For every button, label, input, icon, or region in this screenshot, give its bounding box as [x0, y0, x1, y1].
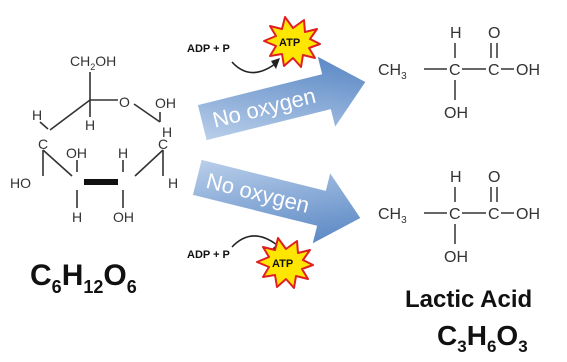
bottom-arrow-shape [192, 159, 361, 244]
bond-c1-c2-right [134, 149, 164, 177]
lactic-top-c-mid: C [449, 62, 461, 79]
top-reaction: ADP + P ATP No oxygen [187, 16, 366, 141]
lactic-bottom-ch3: CH3 [378, 206, 407, 226]
label-h-c5: H [85, 117, 95, 133]
bond-c5-c4 [49, 99, 91, 131]
lactic-acid-bottom: CH3 C C OH H O OH [378, 169, 540, 266]
top-curved-arrowhead [271, 58, 280, 69]
label-h-c3: H [118, 145, 128, 161]
bond-h-top-left [39, 121, 49, 130]
lactic-bottom-oh-right: OH [516, 206, 540, 223]
lactic-bottom-o: O [488, 169, 500, 186]
label-ch2oh: CH2OH [70, 53, 116, 72]
bottom-atp-label: ATP [272, 258, 293, 270]
label-ring-oxygen: O [119, 94, 130, 110]
lactic-acid-top: CH3 C C OH H O OH [378, 25, 540, 122]
lactic-bottom-oh-bottom: OH [444, 249, 468, 266]
lactic-bottom-h: H [450, 169, 462, 186]
lactic-top-oh-right: OH [516, 62, 540, 79]
glucose-structure [39, 72, 164, 208]
glucose-formula: C6H12O6 [30, 259, 137, 297]
label-h-right: H [168, 175, 178, 191]
label-oh-bottom: OH [113, 209, 134, 225]
lactic-top-oh-bottom: OH [444, 105, 468, 122]
top-arrow-shape [197, 56, 366, 141]
bottom-reaction: No oxygen ADP + P ATP [187, 159, 361, 289]
top-atp-starburst [263, 16, 321, 68]
bottom-atp-starburst [256, 237, 314, 289]
label-oh-top-right: OH [155, 95, 176, 111]
glucose-labels: CH2OH O OH H H H C C OH H HO H H OH [10, 53, 178, 225]
lactic-top-h: H [450, 25, 462, 42]
lactic-bottom-c-mid: C [449, 206, 461, 223]
label-ho-left: HO [10, 175, 31, 191]
label-c-left: C [38, 136, 48, 152]
product-formula: C3H6O3 [437, 320, 528, 356]
label-h-left-top: H [32, 107, 42, 123]
lactic-top-ch3: CH3 [378, 62, 407, 82]
bond-c4-c3-left [42, 149, 73, 177]
top-curved-arrow [231, 61, 276, 74]
bottom-curved-arrow [231, 235, 278, 248]
top-atp-label: ATP [279, 37, 300, 49]
product-name: Lactic Acid [405, 286, 532, 313]
lactic-bottom-c-carboxyl: C [488, 206, 500, 223]
label-h-c1: H [162, 124, 172, 140]
top-adp-label: ADP + P [187, 43, 230, 55]
lactic-top-c-carboxyl: C [488, 62, 500, 79]
label-h-bottom: H [72, 209, 82, 225]
label-c-right: C [158, 136, 168, 152]
bond-o-c1 [133, 103, 161, 123]
bottom-adp-label: ADP + P [187, 249, 230, 261]
label-oh-c4: OH [66, 145, 87, 161]
lactic-top-o: O [488, 25, 500, 42]
bottom-arrow: No oxygen [192, 159, 361, 244]
